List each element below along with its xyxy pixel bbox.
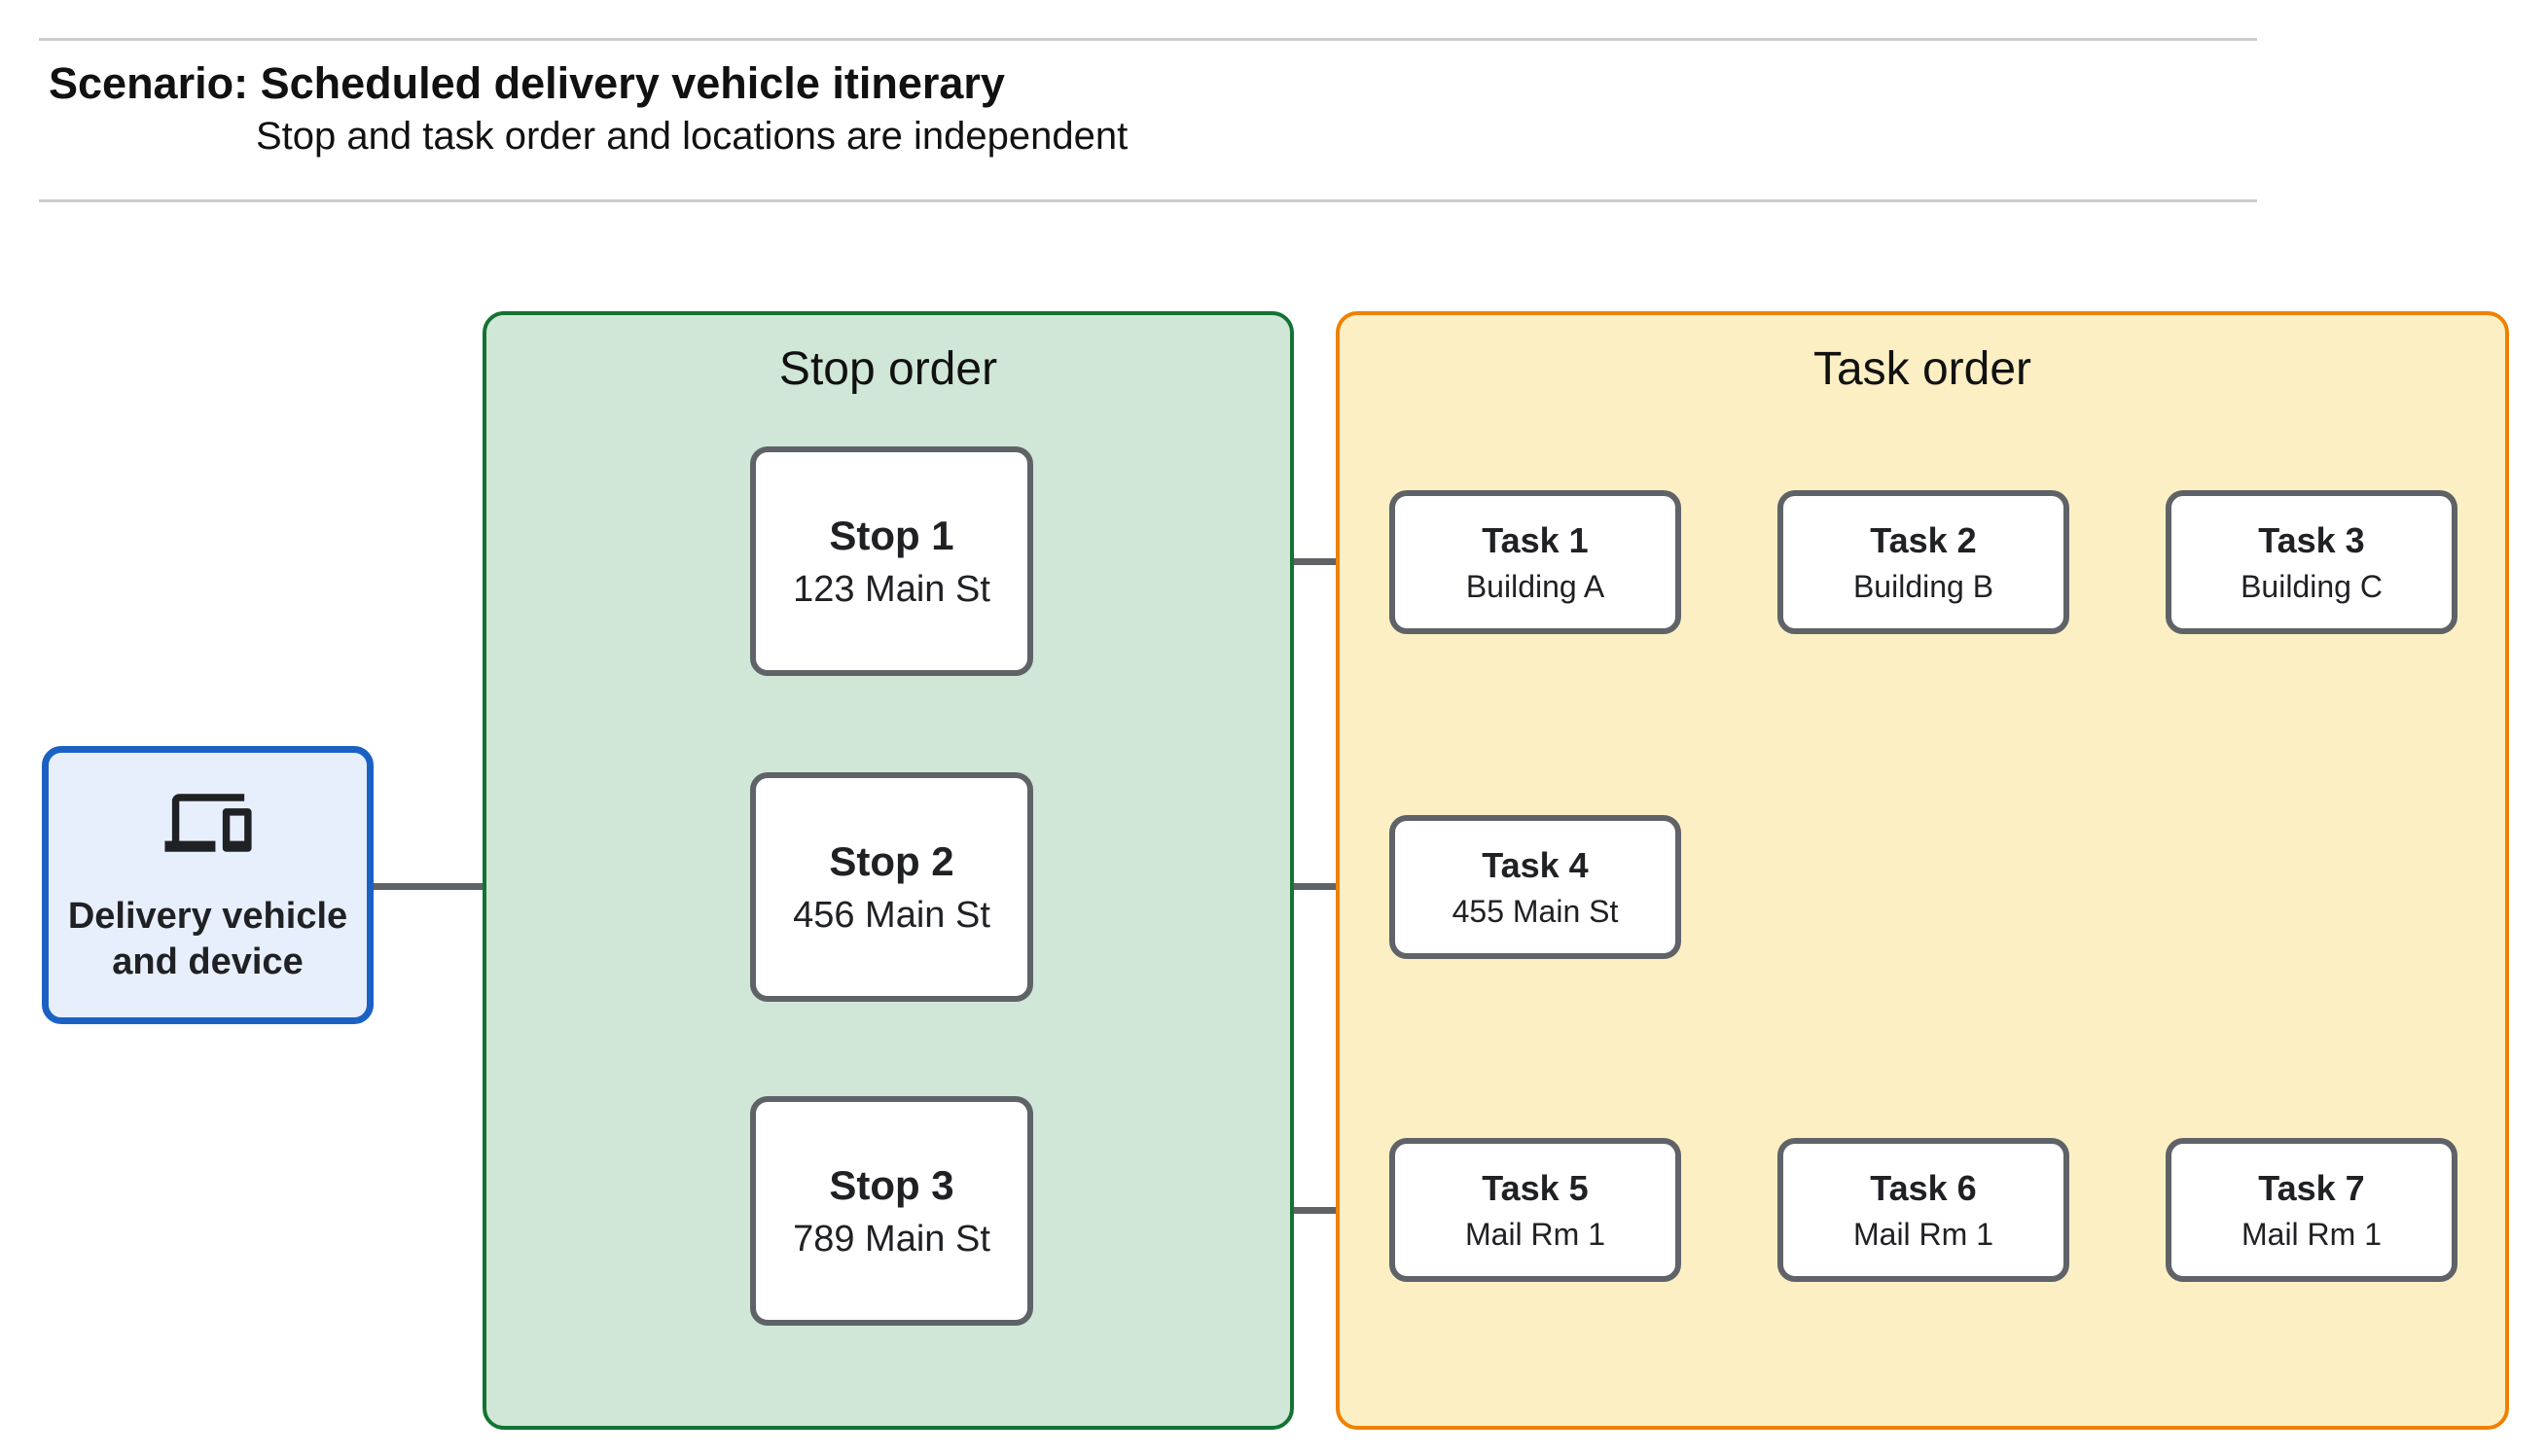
- task-1-location: Building A: [1465, 568, 1605, 604]
- task-7-location: Mail Rm 1: [2241, 1216, 2382, 1252]
- devices-icon: [163, 794, 252, 852]
- task-6-location: Mail Rm 1: [1852, 1216, 1993, 1252]
- stop-order-panel-title: Stop order: [778, 343, 998, 395]
- task-6-node: Task 6 Mail Rm 1: [1777, 1138, 2069, 1282]
- task-3-title: Task 3: [2258, 519, 2365, 560]
- task-5-location: Mail Rm 1: [1464, 1216, 1605, 1252]
- task-5-node: Task 5 Mail Rm 1: [1389, 1138, 1681, 1282]
- task-1-node: Task 1 Building A: [1389, 490, 1681, 634]
- task-5-title: Task 5: [1482, 1167, 1589, 1208]
- task-4-title: Task 4: [1482, 844, 1589, 885]
- stop-3-title: Stop 3: [829, 1161, 954, 1208]
- divider-bottom: [39, 199, 2257, 202]
- page-subtitle: Stop and task order and locations are in…: [256, 115, 1129, 158]
- task-6-title: Task 6: [1870, 1167, 1977, 1208]
- task-order-panel-title: Task order: [1812, 343, 2032, 395]
- page-title: Scenario: Scheduled delivery vehicle iti…: [49, 58, 1005, 108]
- task-2-node: Task 2 Building B: [1777, 490, 2069, 634]
- task-7-title: Task 7: [2258, 1167, 2365, 1208]
- task-2-location: Building B: [1852, 568, 1994, 604]
- stop-3-address: 789 Main St: [793, 1218, 990, 1260]
- task-3-node: Task 3 Building C: [2166, 490, 2457, 634]
- task-4-location: 455 Main St: [1452, 893, 1619, 929]
- task-1-title: Task 1: [1482, 519, 1589, 560]
- stop-2-address: 456 Main St: [793, 894, 990, 936]
- task-4-node: Task 4 455 Main St: [1389, 815, 1681, 959]
- stop-3-node: Stop 3 789 Main St: [750, 1096, 1033, 1326]
- delivery-vehicle-label: Delivery vehicle and device: [67, 895, 348, 982]
- divider-top: [39, 38, 2257, 41]
- task-3-location: Building C: [2241, 568, 2383, 604]
- task-2-title: Task 2: [1870, 519, 1977, 560]
- stop-1-address: 123 Main St: [793, 568, 990, 610]
- delivery-vehicle-node: Delivery vehicle and device: [42, 746, 374, 1024]
- stop-1-title: Stop 1: [829, 512, 954, 558]
- stop-2-title: Stop 2: [829, 837, 954, 884]
- stop-1-node: Stop 1 123 Main St: [750, 446, 1033, 676]
- task-7-node: Task 7 Mail Rm 1: [2166, 1138, 2457, 1282]
- stop-2-node: Stop 2 456 Main St: [750, 772, 1033, 1002]
